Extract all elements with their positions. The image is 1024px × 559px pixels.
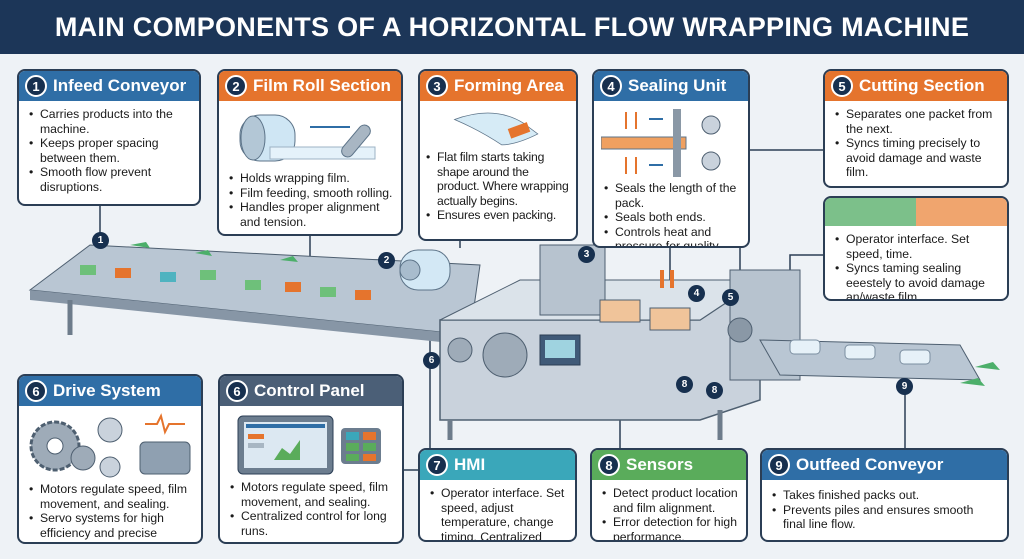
infeed-products xyxy=(80,265,371,300)
number-badge: 7 xyxy=(426,454,448,476)
card-title: Infeed Conveyor xyxy=(53,76,187,95)
card-title: Drive System xyxy=(53,381,161,400)
card-hmi: 7 HMI Operator interface. Set speed, adju… xyxy=(418,448,577,542)
film-roll-icon xyxy=(239,114,376,162)
bullet: Motors regulate speed, film movement, an… xyxy=(29,482,193,511)
number-badge: 5 xyxy=(831,75,853,97)
card-infeed-conveyor: 1 Infeed Conveyor Carries products into t… xyxy=(17,69,201,206)
bullet: Seals both ends. xyxy=(604,210,740,225)
number-badge: 6 xyxy=(226,380,248,402)
drive-wheel xyxy=(482,332,528,378)
card-title: Sensors xyxy=(626,455,694,474)
bullet: Detect product location and film alignme… xyxy=(602,486,738,515)
card-film-roll-section: 2 Film Roll Section Holds wrapping film.F… xyxy=(217,69,403,236)
card-title: Sealing Unit xyxy=(628,76,727,95)
bullet: Carries products into the machine. xyxy=(29,107,191,136)
number-badge: 2 xyxy=(225,75,247,97)
bullet: Motors regulate speed, film movement, an… xyxy=(230,480,394,509)
bullet: Takes finished packs out. xyxy=(772,488,999,503)
card-title: Forming Area xyxy=(454,76,564,95)
number-badge: 8 xyxy=(598,454,620,476)
flow-arrows xyxy=(130,242,298,262)
marker-5: 5 xyxy=(722,289,739,306)
marker-8a: 8 xyxy=(676,376,693,393)
marker-2: 2 xyxy=(378,252,395,269)
marker-1: 1 xyxy=(92,232,109,249)
card-outfeed-conveyor: 9 Outfeed Conveyor Takes finished packs o… xyxy=(760,448,1009,542)
card-title: Cutting Section xyxy=(859,76,985,95)
card-cutting-section: 5 Cutting Section Separates one packet fr… xyxy=(823,69,1009,188)
bullet: Centralized control for long runs. xyxy=(230,509,394,538)
bullet: Flat film starts taking shape around the… xyxy=(426,150,573,208)
card-control-panel: 6 Control Panel Motors regulate speed, fi… xyxy=(218,374,404,544)
bullet: Holds wrapping film. xyxy=(229,171,393,186)
card-sensors: 8 Sensors Detect product location and fil… xyxy=(590,448,748,542)
bullet: Ensures even packing. xyxy=(426,208,573,223)
card-forming-area: 3 Forming Area Flat film starts taking sh… xyxy=(418,69,578,241)
marker-3: 3 xyxy=(578,246,595,263)
card-title: Control Panel xyxy=(254,381,365,400)
card-title: HMI xyxy=(454,455,486,474)
control-panel-icon xyxy=(237,415,381,475)
card-title: Outfeed Conveyor xyxy=(796,455,944,474)
number-badge: 1 xyxy=(25,75,47,97)
number-badge: 6 xyxy=(25,380,47,402)
number-badge: 4 xyxy=(600,75,622,97)
page-title: MAIN COMPONENTS OF A HORIZONTAL FLOW WRA… xyxy=(0,0,1024,54)
bullet: Separates one packet from the next. xyxy=(835,107,999,136)
forming-film-icon xyxy=(453,112,539,146)
card-header-graphic xyxy=(825,198,1007,226)
bullet: Controls heat and pressure for quality. xyxy=(604,225,740,247)
sealing-jaws-icon xyxy=(601,109,721,177)
bullet: Operator interface. Set speed, adjust te… xyxy=(430,486,567,540)
card-operator-interface: Operator interface. Set speed, time.Sync… xyxy=(823,196,1009,301)
bullet: Seals the length of the pack. xyxy=(604,181,740,210)
bullet: Keeps proper spacing between them. xyxy=(29,136,191,165)
number-badge: 9 xyxy=(768,454,790,476)
bullet: Film feeding, smooth rolling. xyxy=(229,186,393,201)
bullet: Operator interface. Set speed, time. xyxy=(835,232,999,261)
card-title: Film Roll Section xyxy=(253,76,391,95)
bullet: Handles proper alignment and tension. xyxy=(229,200,393,229)
number-badge: 3 xyxy=(426,75,448,97)
bullet: Error detection for high performance. xyxy=(602,515,738,540)
marker-8b: 8 xyxy=(706,382,723,399)
bullet: Prevents piles and ensures smooth final … xyxy=(772,503,999,532)
bullet: Syncs taming sealing eeestely to avoid d… xyxy=(835,261,999,299)
marker-6: 6 xyxy=(423,352,440,369)
card-drive-system: 6 Drive System Motors regulate speed, fil… xyxy=(17,374,203,544)
marker-9: 9 xyxy=(896,378,913,395)
marker-4: 4 xyxy=(688,285,705,302)
bullet: Smooth flow prevent disruptions. xyxy=(29,165,191,194)
bullet: Syncs timing precisely to avoid damage a… xyxy=(835,136,999,180)
bullet: Servo systems for high efficiency and pr… xyxy=(29,511,193,542)
gears-motor-icon xyxy=(29,413,191,478)
card-sealing-unit: 4 Sealing Unit Seals the length of the pa… xyxy=(592,69,750,248)
